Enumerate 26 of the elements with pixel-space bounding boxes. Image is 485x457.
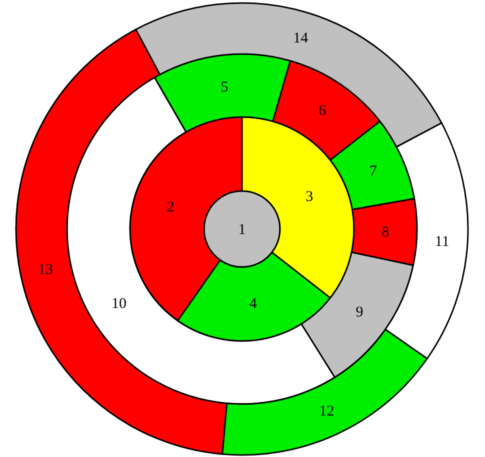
segment-number: 5 <box>220 80 228 96</box>
segment-number: 4 <box>249 296 257 312</box>
segment-number: 1 <box>238 222 246 238</box>
ring-segment <box>222 328 428 456</box>
ring-segment <box>241 116 355 299</box>
ring-segment <box>66 76 336 405</box>
ring-segment <box>177 252 331 342</box>
segment-number: 11 <box>434 234 450 250</box>
ring-segment <box>350 198 418 266</box>
segment-number: 7 <box>369 164 377 180</box>
ring-segment <box>330 120 416 210</box>
ring-segment <box>272 60 381 161</box>
ring-segment <box>154 53 291 133</box>
ring-segment <box>135 2 442 148</box>
ring-segment <box>300 252 414 378</box>
segment-number: 10 <box>112 296 126 312</box>
ring-segment <box>203 190 281 268</box>
segment-number: 3 <box>306 189 314 206</box>
segment-number: 13 <box>38 262 54 278</box>
segment-number: 8 <box>382 224 390 240</box>
segment-number: 14 <box>293 30 308 46</box>
segment-number: 12 <box>319 404 334 420</box>
segment-number: 2 <box>166 199 174 216</box>
ring-segment <box>129 116 243 322</box>
segment-number: 6 <box>318 103 326 120</box>
segment-number: 9 <box>356 304 364 320</box>
